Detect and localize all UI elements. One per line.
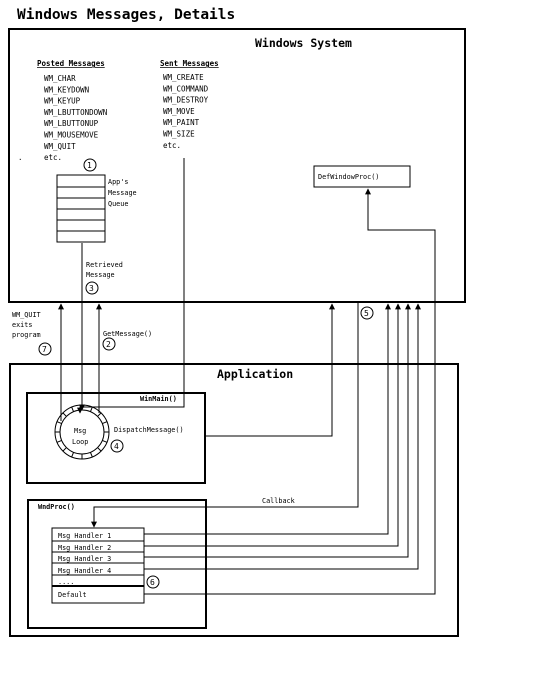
page-title: Windows Messages, Details (17, 7, 235, 23)
def-window-proc-box (313, 165, 411, 188)
msg-loop (54, 404, 110, 460)
dispatch-arrow (205, 303, 335, 437)
dispatch-message-label: DispatchMessage() (114, 426, 184, 434)
msg-loop-spoke (97, 447, 102, 452)
step-7-circle (38, 342, 52, 356)
message-queue (56, 174, 106, 243)
posted-message-item: etc. (44, 153, 62, 162)
handler-4-arrow (144, 303, 421, 570)
winmain-box (26, 392, 206, 484)
step-6-number: 6 (150, 578, 155, 587)
handlers-table (51, 527, 145, 604)
queue-label-1: App's (108, 178, 128, 186)
msg-loop-spoke (97, 412, 102, 417)
wndproc-label: WndProc() (38, 503, 75, 511)
msg-loop-spoke (62, 412, 67, 417)
handler-label: Msg Handler 2 (58, 544, 111, 552)
step-4-circle (110, 439, 124, 453)
handler-3-arrow (144, 303, 411, 558)
get-message-label: GetMessage() (103, 330, 152, 338)
step-5-number: 5 (364, 309, 369, 318)
posted-message-item: WM_KEYDOWN (44, 85, 89, 94)
step-2-circle (102, 337, 116, 351)
wm-quit-label-2: exits (12, 321, 32, 329)
posted-message-item: WM_LBUTTONDOWN (44, 108, 107, 117)
posted-message-item: WM_KEYUP (44, 97, 81, 106)
stray-dot: . (18, 153, 23, 162)
step-7-number: 7 (42, 345, 47, 354)
msg-loop-spoke (56, 421, 62, 425)
msg-loop-spoke (71, 406, 75, 412)
callback-label: Callback (262, 497, 295, 505)
sent-message-item: WM_PAINT (163, 118, 200, 127)
windows-system-title: Windows System (255, 36, 352, 50)
posted-message-item: WM_CHAR (44, 74, 76, 83)
msg-loop-spoke (102, 421, 108, 425)
queue-label-3: Queue (108, 200, 128, 208)
sent-message-item: WM_CREATE (163, 73, 204, 82)
winmain-label: WinMain() (140, 395, 177, 403)
sent-message-item: WM_DESTROY (163, 96, 209, 105)
posted-messages-list: WM_CHAR WM_KEYDOWN WM_KEYUP WM_LBUTTONDOWN W… (44, 74, 107, 162)
step-5-circle (360, 306, 374, 320)
default-to-defwindowproc-arrow (144, 188, 436, 595)
handler-labels: Msg Handler 1 Msg Handler 2 Msg Handler 3 M… (58, 532, 111, 599)
retrieved-label-2: Message (86, 271, 115, 279)
queue-label-2: Message (108, 189, 137, 197)
msg-loop-spoke (56, 439, 62, 443)
wndproc-box (27, 499, 207, 629)
msg-loop-spoke (62, 447, 67, 452)
step-3-number: 3 (89, 284, 94, 293)
msg-loop-spoke (89, 452, 93, 458)
retrieved-label-1: Retrieved (86, 261, 123, 269)
def-window-proc-label: DefWindowProc() (318, 173, 379, 181)
handler-label: Msg Handler 3 (58, 555, 111, 563)
sent-message-item: etc. (163, 141, 181, 150)
posted-messages-header: Posted Messages (37, 59, 105, 68)
step-1-number: 1 (87, 161, 92, 170)
step-6-circle (146, 575, 160, 589)
callback-arrow (91, 302, 359, 528)
handler-label: .... (58, 578, 74, 586)
handler-label: Msg Handler 4 (58, 567, 111, 575)
sent-message-item: WM_COMMAND (163, 84, 209, 93)
sent-message-item: WM_SIZE (163, 130, 195, 139)
application-title: Application (217, 367, 293, 381)
windows-system-box (8, 28, 466, 303)
msg-loop-spoke (71, 452, 75, 458)
step-4-number: 4 (114, 442, 119, 451)
step-1-circle (83, 158, 97, 172)
step-2-number: 2 (106, 340, 111, 349)
handler-label: Msg Handler 1 (58, 532, 111, 540)
posted-message-item: WM_MOUSEMOVE (44, 131, 99, 140)
sent-messages-list: WM_CREATE WM_COMMAND WM_DESTROY WM_MOVE WM_P… (163, 73, 209, 150)
wm-quit-label-3: program (12, 331, 41, 339)
wm-quit-label-1: WM_QUIT (12, 311, 41, 319)
msg-loop-label-1: Msg (74, 427, 86, 435)
posted-message-item: WM_QUIT (44, 142, 76, 151)
handler-label: Default (58, 591, 87, 599)
step-3-circle (85, 281, 99, 295)
application-box (9, 363, 459, 637)
msg-loop-spoke (89, 406, 93, 412)
sent-message-item: WM_MOVE (163, 107, 195, 116)
handler-2-arrow (144, 303, 401, 547)
posted-message-item: WM_LBUTTONUP (44, 119, 99, 128)
sent-messages-header: Sent Messages (160, 59, 219, 68)
msg-loop-spoke (102, 439, 108, 443)
handler-1-arrow (144, 303, 391, 535)
msg-loop-label-2: Loop (72, 438, 88, 446)
